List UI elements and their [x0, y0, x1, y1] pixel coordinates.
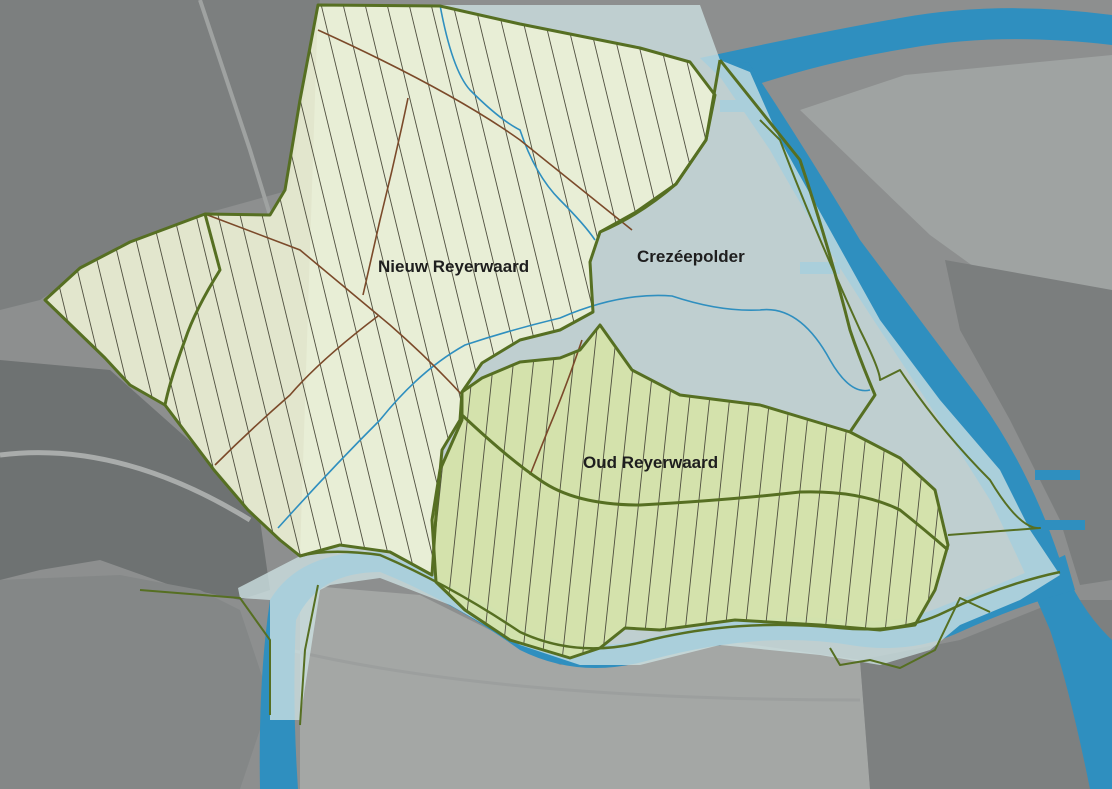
parcel-line — [519, 325, 561, 658]
stream-north — [439, 4, 596, 241]
oud-outline — [430, 323, 950, 660]
west-inner-divider — [163, 213, 222, 406]
parcel-line — [649, 5, 715, 575]
division-line-south — [214, 315, 379, 466]
map-labels: Nieuw Reyerwaard Crezéepolder Oud Reyerw… — [378, 247, 745, 472]
fields-northeast — [800, 55, 1112, 300]
streams — [277, 4, 871, 529]
nieuw-reyerwaard-area — [45, 5, 715, 575]
suburb-southwest — [0, 575, 270, 789]
label-oud-reyerwaard: Oud Reyerwaard — [583, 453, 718, 472]
highway-north — [198, 0, 272, 216]
town-southeast — [860, 600, 1112, 789]
parcel-line — [579, 325, 621, 658]
label-crezeepolder: Crezéepolder — [637, 247, 745, 266]
outer-east-outline — [718, 59, 877, 433]
division-lines — [204, 29, 633, 476]
label-nieuw-reyerwaard: Nieuw Reyerwaard — [378, 257, 529, 276]
urban-block-northwest — [0, 0, 320, 310]
division-line-north — [317, 29, 633, 231]
outer-south-edge-2 — [299, 584, 319, 726]
oud-reyerwaard-area — [432, 325, 948, 658]
railway-south — [289, 648, 861, 702]
parcel-line — [499, 325, 541, 658]
outer-east-edge — [759, 119, 1041, 536]
harbour-south — [1040, 520, 1085, 530]
stream-central — [277, 294, 871, 529]
division-line-middle — [362, 97, 409, 296]
urban-block-west — [0, 360, 270, 600]
division-line-west — [204, 213, 463, 396]
town-east — [945, 260, 1112, 585]
harbour-southeast — [1035, 470, 1080, 480]
highway-west — [0, 450, 252, 523]
parcel-line — [671, 5, 715, 575]
south-riverbank-outline — [299, 550, 1061, 650]
oud-inner-divider — [460, 413, 949, 552]
parcel-line — [275, 5, 427, 575]
polder-outlines — [43, 3, 1061, 726]
outer-southeast-edge — [829, 597, 991, 669]
parcel-line — [559, 325, 601, 658]
fields-south — [300, 585, 870, 789]
river-north — [700, 8, 1112, 93]
crezee-outline — [599, 59, 722, 234]
outer-south-edge — [139, 589, 271, 715]
